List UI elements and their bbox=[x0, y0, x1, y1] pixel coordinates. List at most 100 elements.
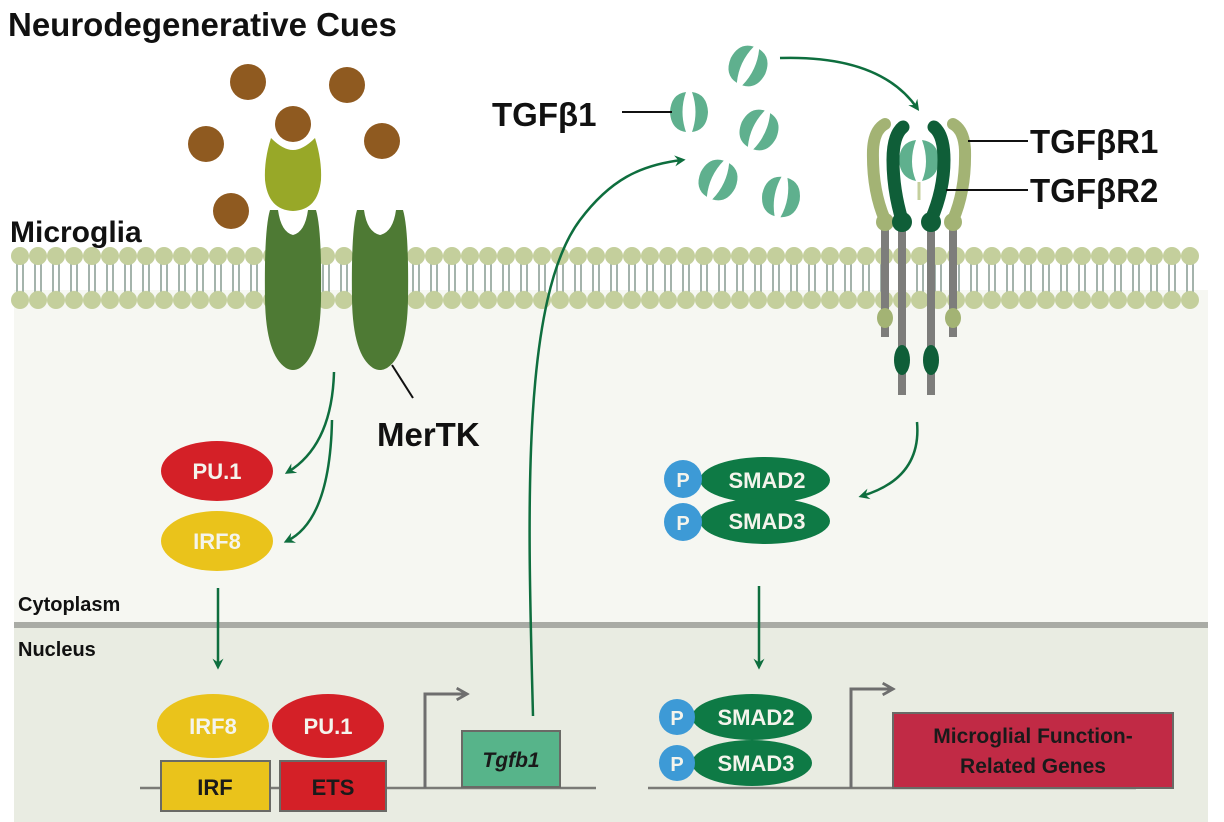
lipid-head bbox=[155, 247, 173, 265]
lipid-head bbox=[1037, 291, 1055, 309]
tgfb1-gene: Tgfb1 bbox=[461, 730, 561, 788]
tgfb1-ligand bbox=[670, 92, 708, 132]
lipid-head bbox=[29, 291, 47, 309]
irf8-nuclear-label: IRF8 bbox=[189, 714, 237, 739]
tgfbr1-arm-right bbox=[947, 118, 972, 226]
lipid-head bbox=[173, 291, 191, 309]
tgfbr2-label: TGFβR2 bbox=[1030, 172, 1158, 209]
lipid-head bbox=[1055, 247, 1073, 265]
tgfb1-gene-label: Tgfb1 bbox=[482, 749, 539, 772]
lipid-head bbox=[857, 291, 875, 309]
lipid-head bbox=[965, 291, 983, 309]
arrow-ligand-to-receptor bbox=[779, 56, 920, 112]
nucleus-label: Nucleus bbox=[18, 639, 96, 661]
lipid-head bbox=[173, 247, 191, 265]
lipid-head bbox=[83, 247, 101, 265]
lipid-head bbox=[587, 291, 605, 309]
lipid-head bbox=[821, 247, 839, 265]
lipid-head bbox=[1073, 291, 1091, 309]
lipid-head bbox=[425, 291, 443, 309]
lipid-head bbox=[119, 291, 137, 309]
cell-label: Microglia bbox=[10, 216, 142, 249]
lipid-head bbox=[695, 291, 713, 309]
tgfbr1-kinase-right bbox=[945, 308, 961, 328]
lipid-head bbox=[227, 247, 245, 265]
lipid-head bbox=[731, 247, 749, 265]
irf-binding-site: IRF bbox=[160, 760, 271, 812]
lipid-head bbox=[407, 291, 425, 309]
lipid-head bbox=[821, 291, 839, 309]
lipid-head bbox=[29, 247, 47, 265]
tgfbr2-stalk-left bbox=[898, 225, 906, 395]
lipid-head bbox=[1127, 247, 1145, 265]
genes-label-line1: Microglial Function- bbox=[933, 725, 1133, 748]
tgfb1-ligand bbox=[739, 109, 779, 151]
lipid-head bbox=[569, 247, 587, 265]
lipid-head bbox=[1019, 291, 1037, 309]
lipid-head bbox=[1181, 247, 1199, 265]
tgfbr2-arm-left bbox=[886, 120, 910, 227]
pu1-nuclear: PU.1 bbox=[272, 694, 384, 758]
lipid-head bbox=[1091, 247, 1109, 265]
tgfbr1-hinge-left bbox=[876, 213, 894, 231]
lipid-head bbox=[83, 291, 101, 309]
lipid-head bbox=[1037, 247, 1055, 265]
lipid-head bbox=[695, 247, 713, 265]
lipid-head bbox=[1091, 291, 1109, 309]
lipid-head bbox=[623, 291, 641, 309]
lipid-head bbox=[983, 247, 1001, 265]
bridging-molecule bbox=[264, 138, 322, 211]
lipid-head bbox=[245, 291, 263, 309]
lipid-head bbox=[839, 247, 857, 265]
mertk-label: MerTK bbox=[377, 416, 480, 453]
lipid-head bbox=[335, 291, 353, 309]
cytoplasm-label: Cytoplasm bbox=[18, 594, 120, 616]
smad2-nuclear-label: SMAD2 bbox=[717, 705, 794, 730]
phospho-smad2-nuclear bbox=[659, 699, 695, 735]
lipid-head bbox=[623, 247, 641, 265]
lipid-head bbox=[605, 247, 623, 265]
lipid-head bbox=[659, 247, 677, 265]
cue-particle bbox=[275, 106, 311, 142]
lipid-head bbox=[677, 247, 695, 265]
tgfbr1-label: TGFβR1 bbox=[1030, 123, 1158, 160]
phospho-smad2 bbox=[664, 460, 702, 498]
tgfbr1-stalk-left bbox=[881, 225, 889, 337]
lipid-head bbox=[605, 291, 623, 309]
tgfbr1-arm-left bbox=[866, 118, 891, 226]
lipid-head bbox=[11, 247, 29, 265]
lipid-head bbox=[965, 247, 983, 265]
lipid-head bbox=[209, 247, 227, 265]
lipid-head bbox=[119, 247, 137, 265]
lipid-head bbox=[209, 291, 227, 309]
tgfbr1-hinge-right bbox=[944, 213, 962, 231]
lipid-head bbox=[677, 291, 695, 309]
lipid-head bbox=[767, 247, 785, 265]
smad2-label: SMAD2 bbox=[728, 468, 805, 493]
lipid-head bbox=[407, 247, 425, 265]
lipid-head bbox=[137, 247, 155, 265]
irf-site-label: IRF bbox=[197, 775, 232, 800]
cue-particle bbox=[364, 123, 400, 159]
arrow-mertk-to-irf8 bbox=[283, 419, 334, 543]
lipid-head bbox=[443, 247, 461, 265]
smad-complex-nuclear: P P SMAD2 SMAD3 bbox=[659, 694, 812, 786]
lipid-head bbox=[11, 291, 29, 309]
lipid-head bbox=[497, 247, 515, 265]
lipid-head bbox=[47, 291, 65, 309]
lipid-head bbox=[731, 291, 749, 309]
lipid-head bbox=[479, 247, 497, 265]
cue-particle bbox=[213, 193, 249, 229]
cue-particle bbox=[230, 64, 266, 100]
lipid-head bbox=[1145, 247, 1163, 265]
lipid-head bbox=[425, 247, 443, 265]
lipid-head bbox=[1163, 247, 1181, 265]
smad3-label: SMAD3 bbox=[728, 509, 805, 534]
lipid-head bbox=[335, 247, 353, 265]
lipid-head bbox=[155, 291, 173, 309]
tgfb1-ligand bbox=[698, 159, 738, 201]
irf8-cytoplasmic: IRF8 bbox=[161, 511, 273, 571]
lipid-head bbox=[1055, 291, 1073, 309]
lipid-head bbox=[515, 291, 533, 309]
